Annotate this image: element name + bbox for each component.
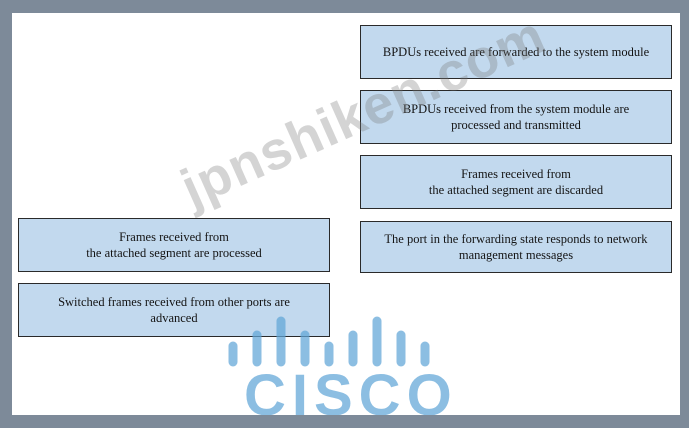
answer-card-frames-processed[interactable]: Frames received from the attached segmen… <box>18 218 330 272</box>
cisco-logo-text: CISCO <box>244 363 458 416</box>
answer-card-frames-discarded[interactable]: Frames received from the attached segmen… <box>360 155 672 209</box>
answer-card-switched-frames-advanced[interactable]: Switched frames received from other port… <box>18 283 330 337</box>
answer-card-responds-management[interactable]: The port in the forwarding state respond… <box>360 221 672 273</box>
answer-card-bpdus-processed[interactable]: BPDUs received from the system module ar… <box>360 90 672 144</box>
answer-card-bpdus-forwarded[interactable]: BPDUs received are forwarded to the syst… <box>360 25 672 79</box>
drag-drop-canvas: BPDUs received are forwarded to the syst… <box>12 13 680 415</box>
